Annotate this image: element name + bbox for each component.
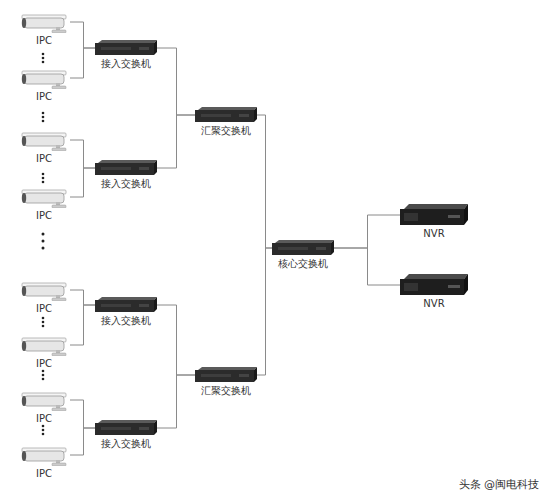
network-cable [157, 375, 195, 428]
switch-icon [95, 40, 157, 56]
device-label: NVR [400, 298, 468, 310]
ip-camera [18, 279, 70, 301]
switch-icon [95, 420, 157, 436]
network-cable [334, 248, 400, 285]
ip-camera [18, 67, 70, 89]
watermark: 头条 @闽电科技 [456, 476, 543, 493]
network-cable [157, 48, 195, 115]
switch-node: 接入交换机 [95, 297, 157, 327]
switch-node: 接入交换机 [95, 40, 157, 70]
network-cable [257, 248, 272, 375]
device-label: 汇聚交换机 [195, 385, 257, 397]
ip-camera [18, 129, 70, 151]
ip-camera [18, 186, 70, 208]
camera-node: IPC [18, 129, 70, 165]
camera-node: IPC [18, 186, 70, 222]
network-cable [70, 140, 95, 168]
network-cable [70, 305, 95, 345]
camera-label: IPC [18, 413, 70, 425]
network-cable [157, 115, 195, 168]
network-cable [334, 215, 400, 248]
switch-icon [272, 240, 334, 256]
ip-camera [18, 444, 70, 466]
camera-node: IPC [18, 279, 70, 315]
ip-camera [18, 11, 70, 33]
camera-node: IPC [18, 11, 70, 47]
switch-node: 接入交换机 [95, 160, 157, 190]
network-cable [70, 428, 95, 455]
switch-node: 汇聚交换机 [195, 107, 257, 137]
network-cable [70, 168, 95, 197]
camera-label: IPC [18, 358, 70, 370]
network-cable [70, 48, 95, 78]
camera-label: IPC [18, 210, 70, 222]
device-label: 接入交换机 [95, 178, 157, 190]
camera-label: IPC [18, 91, 70, 103]
nvr-node: NVR [400, 204, 468, 240]
nvr-icon [400, 274, 468, 296]
camera-node: IPC [18, 67, 70, 103]
switch-node: 核心交换机 [272, 240, 334, 270]
network-cable [70, 22, 95, 48]
camera-node: IPC [18, 444, 70, 480]
nvr-node: NVR [400, 274, 468, 310]
camera-label: IPC [18, 35, 70, 47]
camera-label: IPC [18, 153, 70, 165]
network-cable [70, 400, 95, 428]
switch-node: 汇聚交换机 [195, 367, 257, 397]
nvr-icon [400, 204, 468, 226]
switch-node: 接入交换机 [95, 420, 157, 450]
camera-label: IPC [18, 468, 70, 480]
switch-icon [95, 297, 157, 313]
device-label: 核心交换机 [272, 258, 334, 270]
device-label: 接入交换机 [95, 315, 157, 327]
switch-icon [195, 107, 257, 123]
device-label: 接入交换机 [95, 58, 157, 70]
device-label: 汇聚交换机 [195, 125, 257, 137]
network-cable [70, 290, 95, 305]
network-cable [257, 115, 272, 248]
ip-camera [18, 334, 70, 356]
network-cable [157, 305, 195, 375]
camera-node: IPC [18, 389, 70, 425]
ip-camera [18, 389, 70, 411]
camera-node: IPC [18, 334, 70, 370]
switch-icon [195, 367, 257, 383]
camera-label: IPC [18, 303, 70, 315]
device-label: NVR [400, 228, 468, 240]
device-label: 接入交换机 [95, 438, 157, 450]
switch-icon [95, 160, 157, 176]
